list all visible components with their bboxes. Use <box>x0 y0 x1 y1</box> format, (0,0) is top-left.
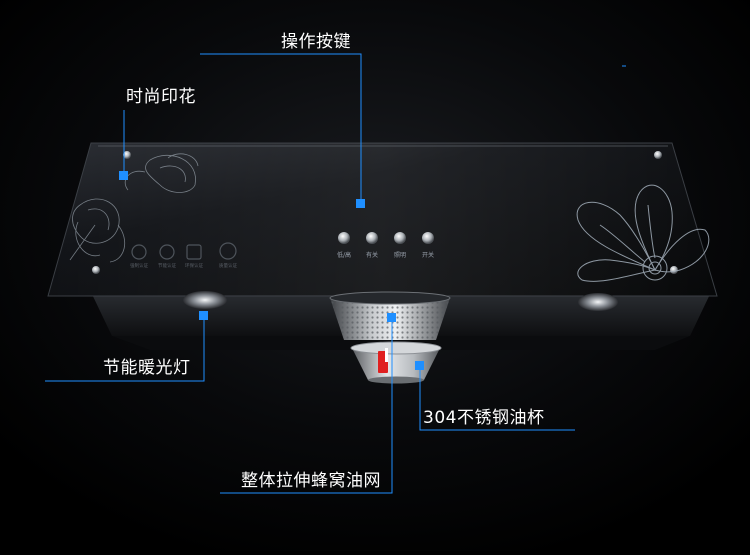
callout-light: 节能暖光灯 <box>103 358 191 378</box>
cert-caption: 质量认证 <box>219 264 237 269</box>
button-caption-power: 开关 <box>421 252 435 259</box>
callout-marker <box>199 311 208 320</box>
screw-icon <box>92 266 100 274</box>
eco-mark-icon <box>186 244 202 260</box>
callout-marker <box>356 199 365 208</box>
quality-mark-icon <box>219 242 237 260</box>
callout-buttons: 操作按键 <box>281 32 351 52</box>
screw-icon <box>670 266 678 274</box>
screw-icon <box>123 151 131 159</box>
callout-filter: 整体拉伸蜂窝油网 <box>241 471 381 491</box>
callout-marker <box>415 361 424 370</box>
ccc-mark-icon <box>131 244 147 260</box>
cert-caption: 环保认证 <box>185 264 203 269</box>
control-panel <box>338 232 434 244</box>
button-caption-light: 照明 <box>393 252 407 259</box>
button-power[interactable] <box>422 232 434 244</box>
button-light[interactable] <box>394 232 406 244</box>
callout-print: 时尚印花 <box>126 87 196 107</box>
button-caption-off: 有关 <box>365 252 379 259</box>
button-speed[interactable] <box>338 232 350 244</box>
cert-caption: 强制认证 <box>130 264 148 269</box>
energy-mark-icon <box>159 244 175 260</box>
lamp-right <box>578 293 618 311</box>
button-off[interactable] <box>366 232 378 244</box>
cert-caption: 节能认证 <box>158 264 176 269</box>
button-caption-speed: 低/高 <box>336 252 352 259</box>
callout-oil-cup: 304不锈钢油杯 <box>423 408 545 428</box>
oil-cup <box>350 341 442 384</box>
callout-marker <box>119 171 128 180</box>
certification-marks <box>131 242 237 260</box>
flower-print-right <box>576 184 710 282</box>
callout-marker <box>387 313 396 322</box>
screw-icon <box>654 151 662 159</box>
lamp-left <box>183 291 227 309</box>
